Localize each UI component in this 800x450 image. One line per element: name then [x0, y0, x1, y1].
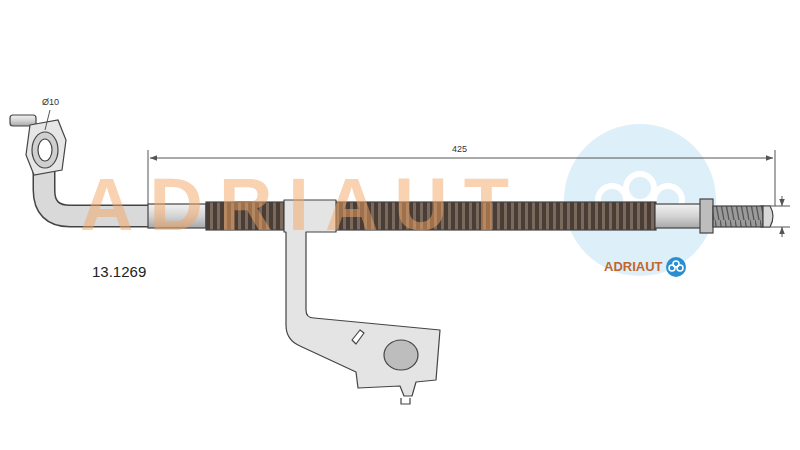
watermark-logo [564, 124, 716, 276]
length-dimension: 425 [452, 145, 467, 154]
part-number: 13.1269 [92, 264, 146, 279]
diameter-dimension: Ø10 [42, 98, 59, 107]
brand-logo-icon [665, 256, 687, 278]
brand-logo-text: ADRIAUT [604, 260, 663, 273]
watermark-text: ADRIAUT [80, 168, 525, 242]
